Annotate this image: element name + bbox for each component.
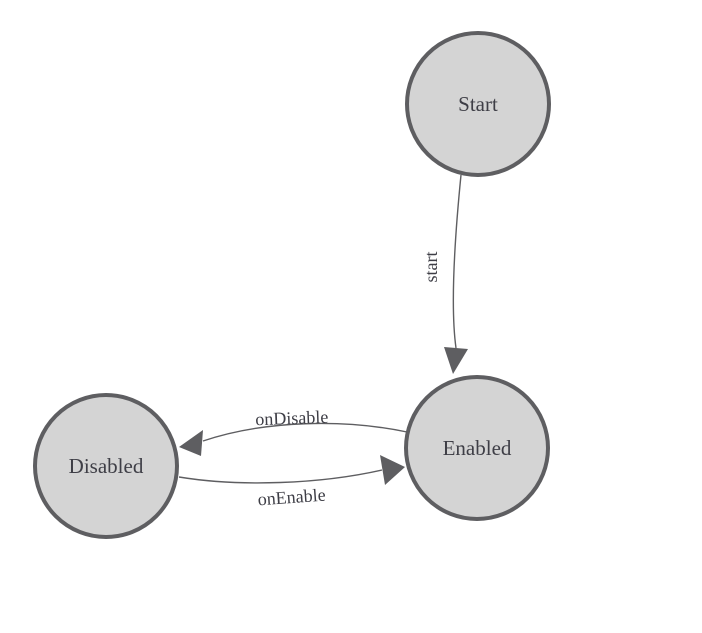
node-disabled: Disabled (33, 393, 179, 539)
node-enabled-label: Enabled (443, 436, 512, 460)
edge-label-onenable: onEnable (257, 485, 326, 510)
node-start-circle[interactable] (405, 31, 551, 177)
node-start-label: Start (458, 92, 498, 116)
edge-enabled-to-disabled: onDisable (179, 407, 408, 456)
node-enabled-circle[interactable] (404, 375, 550, 521)
edge-disabled-to-enabled: onEnable (178, 455, 405, 510)
edge-start-to-enabled-line (452, 174, 462, 349)
edge-disabled-to-enabled-line (178, 469, 383, 484)
edge-label-start: start (421, 252, 441, 283)
node-disabled-circle[interactable] (33, 393, 179, 539)
edge-disabled-to-enabled-arrowhead-icon (380, 455, 405, 485)
edge-enabled-to-disabled-arrowhead-icon (179, 430, 203, 456)
edge-start-to-enabled: start (421, 174, 468, 374)
node-enabled: Enabled (404, 375, 550, 521)
edge-label-ondisable: onDisable (255, 407, 329, 430)
node-disabled-label: Disabled (69, 454, 144, 478)
edge-enabled-to-disabled-line (202, 422, 408, 442)
node-start: Start (405, 31, 551, 177)
edge-start-to-enabled-arrowhead-icon (444, 347, 468, 374)
